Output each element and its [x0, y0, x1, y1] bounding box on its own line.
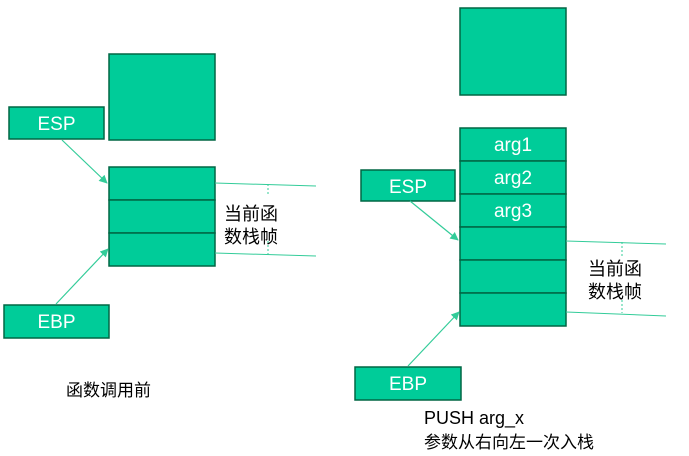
frame-label-right-line2: 数栈帧 [588, 282, 642, 303]
esp-pointer-left [61, 139, 108, 184]
stack-slot-right-4 [459, 226, 567, 261]
ebp-pointer-right [407, 311, 460, 367]
frame-label-left-line2: 数栈帧 [224, 227, 278, 248]
esp-label-right: ESP [389, 177, 427, 198]
arg1-label: arg1 [494, 135, 532, 156]
stack-slot-left-1 [108, 166, 216, 201]
esp-pointer-right [409, 200, 459, 241]
caption-right-line2: 参数从右向左一次入栈 [424, 433, 594, 453]
stack-slot-right-6 [459, 292, 567, 327]
esp-box-left [8, 106, 105, 140]
frame-bracket-left [214, 182, 317, 257]
free-memory-block-left [108, 53, 216, 141]
ebp-label-right: EBP [389, 374, 427, 395]
arg2-label: arg2 [494, 168, 532, 189]
caption-right-line1: PUSH arg_x [424, 408, 524, 429]
esp-box-right [360, 169, 456, 202]
ebp-pointer-left [55, 248, 109, 305]
frame-bracket-right [565, 240, 667, 317]
stack-slot-right-5 [459, 259, 567, 294]
ebp-label-left: EBP [37, 312, 75, 333]
esp-label-left: ESP [37, 114, 75, 135]
arg3-label: arg3 [494, 201, 532, 222]
stack-slot-left-3 [108, 232, 216, 267]
stack-slot-arg1 [459, 127, 567, 162]
frame-label-right-line1: 当前函 [588, 259, 642, 280]
free-memory-block-right [459, 7, 567, 96]
frame-label-left-line1: 当前函 [224, 204, 278, 225]
caption-left: 函数调用前 [66, 381, 151, 401]
ebp-box-left [3, 304, 110, 339]
stack-slot-left-2 [108, 199, 216, 234]
ebp-box-right [354, 366, 462, 401]
